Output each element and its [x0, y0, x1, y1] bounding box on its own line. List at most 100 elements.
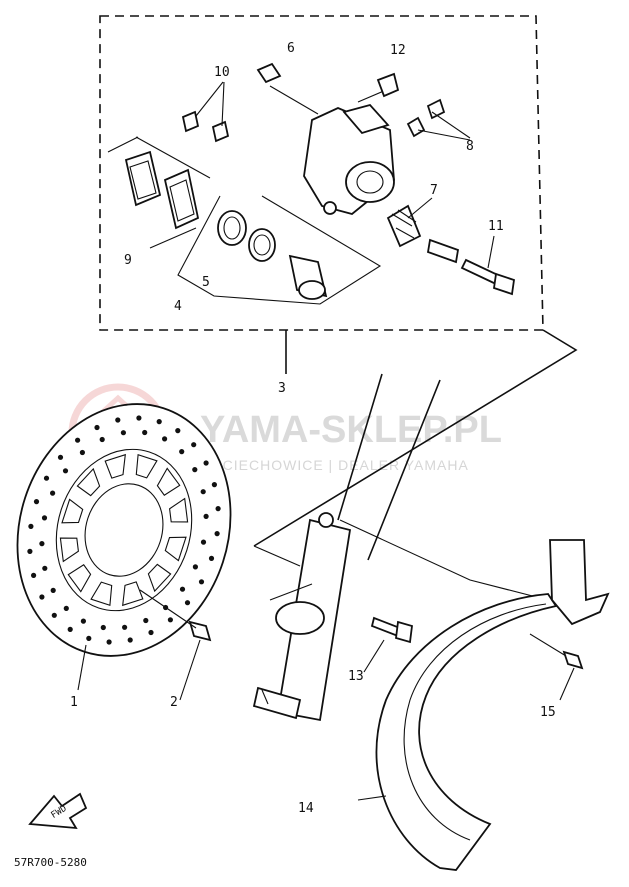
- callout-10: 10: [214, 65, 230, 80]
- disc-slot: [156, 467, 181, 496]
- disc-slot: [90, 581, 113, 607]
- disc-hole: [50, 587, 56, 594]
- disc-hole: [184, 600, 191, 606]
- fwd-arrow: FWD: [28, 792, 88, 830]
- disc-hole: [179, 449, 185, 455]
- bolt-15: [529, 633, 584, 701]
- callout-6: 6: [287, 41, 295, 56]
- disc-hole: [200, 489, 206, 495]
- callout-8: 8: [466, 139, 474, 154]
- disc-hole: [192, 564, 198, 570]
- pad-clips: [181, 81, 230, 143]
- disc-hole: [208, 555, 215, 562]
- bleed-screws-8: [406, 98, 471, 141]
- disc-hole: [33, 499, 40, 505]
- caliper-bolt-11: [460, 235, 515, 296]
- disc-slot: [147, 563, 172, 593]
- caliper-pin-7: [386, 197, 460, 264]
- callout-9: 9: [124, 253, 132, 268]
- disc-slots: [59, 453, 189, 607]
- disc-hole: [191, 442, 197, 448]
- disc-hole: [179, 586, 186, 592]
- disc-slot: [169, 497, 189, 523]
- disc-hole: [214, 531, 220, 537]
- disc-slot: [67, 564, 92, 593]
- disc-hole: [41, 515, 48, 521]
- disc-hole: [27, 548, 33, 555]
- disc-hole: [100, 624, 106, 631]
- disc-slot: [122, 581, 144, 607]
- disc-hole: [51, 612, 57, 618]
- disc-holes: [27, 415, 221, 645]
- bolt-13: [363, 616, 413, 673]
- disc-hole: [39, 541, 45, 547]
- disc-hole: [211, 482, 217, 488]
- piston-seals: [177, 195, 382, 305]
- disc-hole: [215, 506, 221, 512]
- disc-hole: [120, 430, 126, 436]
- disc-hole: [200, 539, 207, 545]
- disc-hole: [75, 437, 81, 443]
- disc-hole: [136, 415, 142, 421]
- front-fork: [252, 373, 441, 722]
- disc-slot: [76, 467, 101, 497]
- disc-hole: [192, 467, 198, 473]
- disc-hole: [203, 460, 209, 466]
- watermark: YAMA-SKLEP.PL MCIECHOWICE | DEALER YAMAH…: [68, 383, 502, 483]
- disc-hole: [162, 436, 168, 442]
- disc-hole: [99, 436, 105, 443]
- callout-15: 15: [540, 705, 556, 720]
- disc-slot: [135, 453, 158, 479]
- brake-pads: [107, 136, 211, 249]
- disc-hole: [63, 605, 69, 612]
- disc-hole: [94, 424, 100, 431]
- disc-hole: [67, 626, 73, 633]
- disc-hole: [50, 490, 56, 496]
- cap-6: [256, 62, 282, 84]
- disc-hole: [115, 417, 121, 423]
- callout-5: 5: [202, 275, 210, 290]
- watermark-subtitle: MCIECHOWICE | DEALER YAMAHA: [210, 457, 469, 473]
- disc-hole: [57, 454, 64, 460]
- caliper-body: [269, 85, 395, 215]
- disc-hole: [80, 618, 86, 624]
- disc-cover-14: [357, 539, 610, 871]
- callout-4: 4: [174, 299, 182, 314]
- disc-hole: [167, 617, 173, 623]
- disc-hole: [39, 594, 45, 600]
- disc-slot: [104, 453, 126, 479]
- bleed-cap-12: [376, 72, 400, 98]
- disc-hole: [143, 617, 149, 624]
- callout-13: 13: [348, 669, 364, 684]
- disc-hole: [156, 419, 162, 425]
- disc-hole: [198, 579, 205, 585]
- callout-7: 7: [430, 183, 438, 198]
- disc-hole: [43, 475, 50, 481]
- brake-disc: [16, 403, 232, 691]
- disc-hole: [175, 428, 181, 434]
- disc-hole: [142, 429, 148, 436]
- callout-14: 14: [298, 801, 314, 816]
- callout-1: 1: [70, 695, 78, 710]
- disc-hole: [28, 523, 34, 530]
- disc-slot: [164, 536, 187, 562]
- watermark-title: YAMA-SKLEP.PL: [200, 409, 502, 451]
- disc-hole: [86, 635, 92, 642]
- disc-hole: [79, 449, 85, 456]
- drawing-code: 57R700-5280: [14, 856, 87, 869]
- disc-hole: [30, 572, 37, 579]
- disc-hole: [148, 629, 154, 636]
- callout-2: 2: [170, 695, 178, 710]
- disc-hole: [106, 639, 112, 645]
- disc-hole: [62, 468, 69, 474]
- disc-hole: [127, 637, 133, 643]
- disc-slot: [59, 537, 79, 563]
- callout-11: 11: [488, 219, 504, 234]
- disc-hole: [42, 565, 48, 571]
- disc-bolt-2: [139, 589, 212, 701]
- callout-3: 3: [278, 381, 286, 396]
- callout-12: 12: [390, 43, 406, 58]
- disc-hole: [122, 624, 128, 630]
